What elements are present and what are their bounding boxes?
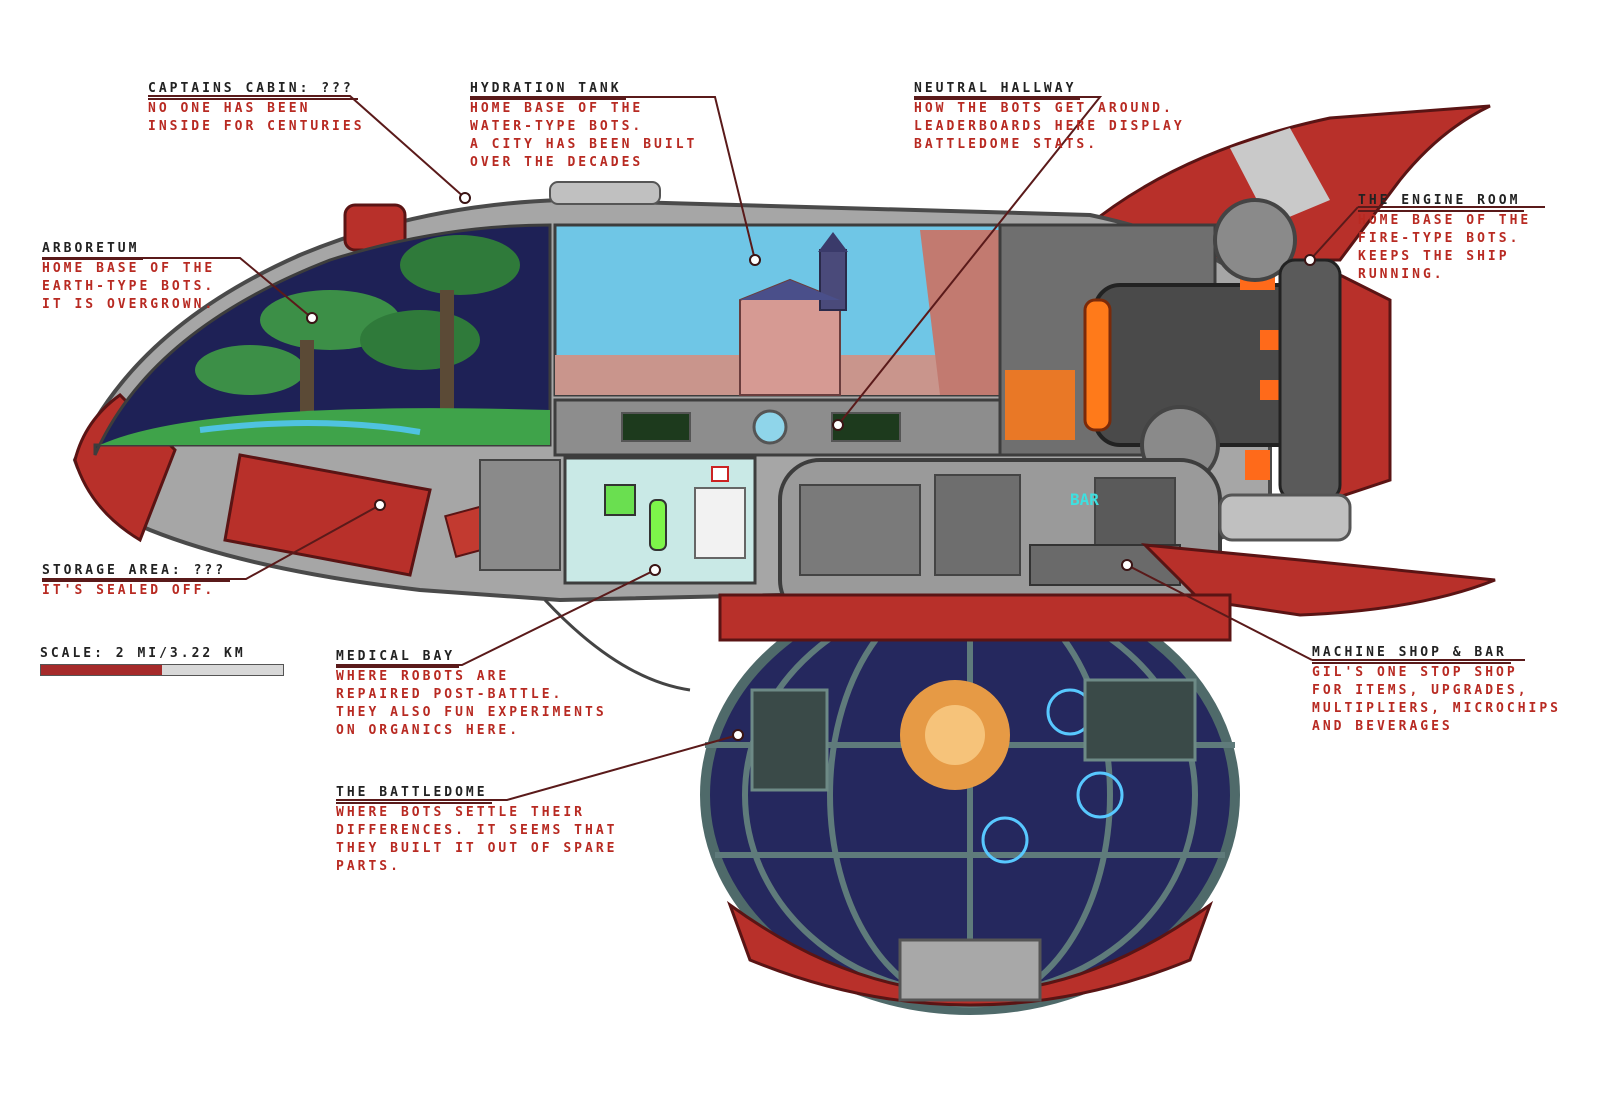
energy-ring <box>981 816 1029 864</box>
storage-door <box>223 453 432 577</box>
callout-desc: HOW THE BOTS GET AROUND. LEADERBOARDS HE… <box>914 101 1185 152</box>
leader-lines <box>42 95 1545 801</box>
callout-desc: HOME BASE OF THE EARTH-TYPE BOTS. IT IS … <box>42 261 216 312</box>
porthole <box>752 409 788 445</box>
arboretum-callout: ARBORETUM HOME BASE OF THE EARTH-TYPE BO… <box>42 240 215 314</box>
callout-title: THE BATTLEDOME <box>336 784 492 804</box>
machine-shop-callout: MACHINE SHOP & BAR GIL'S ONE STOP SHOP F… <box>1312 644 1561 736</box>
callout-desc: GIL'S ONE STOP SHOP FOR ITEMS, UPGRADES,… <box>1312 665 1562 734</box>
scale-bar-fill <box>41 665 162 675</box>
callout-title: NEUTRAL HALLWAY <box>914 80 1081 100</box>
fin-panel <box>1230 128 1330 225</box>
callout-title: HYDRATION TANK <box>470 80 626 100</box>
neutral-hallway-callout: NEUTRAL HALLWAY HOW THE BOTS GET AROUND.… <box>914 80 1185 154</box>
hydration-tank-callout: HYDRATION TANK HOME BASE OF THE WATER-TY… <box>470 80 697 172</box>
callout-title: ARBORETUM <box>42 240 144 260</box>
energy-ring <box>1076 771 1124 819</box>
callout-desc: WHERE BOTS SETTLE THEIR DIFFERENCES. IT … <box>336 805 618 874</box>
leaderboard-screen <box>621 412 691 442</box>
callout-desc: HOME BASE OF THE FIRE-TYPE BOTS. KEEPS T… <box>1358 213 1532 282</box>
dome-collar <box>718 593 1232 642</box>
engine-glow <box>1083 298 1112 432</box>
scale-bar <box>40 664 284 676</box>
bar-shelves <box>1094 477 1176 549</box>
hanging-cable <box>543 598 691 692</box>
callout-desc: WHERE ROBOTS ARE REPAIRED POST-BATTLE. T… <box>336 669 607 738</box>
dome-bottom-cap <box>726 900 1214 1007</box>
shop-shelves <box>934 474 1021 576</box>
scale-label: SCALE: 2 MI/3.22 KM <box>40 646 246 661</box>
dome-screen-right <box>1083 678 1197 762</box>
callout-title: CAPTAINS CABIN: ??? <box>148 80 358 100</box>
dome-screen-left <box>750 688 829 792</box>
battledome-callout: THE BATTLEDOME WHERE BOTS SETTLE THEIR D… <box>336 784 618 876</box>
leader-dots <box>306 192 1316 741</box>
captains-cabin-callout: CAPTAINS CABIN: ??? NO ONE HAS BEEN INSI… <box>148 80 365 136</box>
bar-sign: BAR <box>1070 490 1099 509</box>
engine-room-callout: THE ENGINE ROOM HOME BASE OF THE FIRE-TY… <box>1358 192 1531 284</box>
callout-desc: IT'S SEALED OFF. <box>42 583 216 598</box>
storage-area-callout: STORAGE AREA: ??? IT'S SEALED OFF. <box>42 562 231 600</box>
side-wing <box>1140 543 1496 617</box>
arboretum-trees <box>100 235 550 445</box>
callout-title: MEDICAL BAY <box>336 648 460 668</box>
battledome-globe <box>700 575 1240 1015</box>
engine-gear <box>1213 198 1297 282</box>
callout-title: THE ENGINE ROOM <box>1358 192 1525 212</box>
callout-title: MACHINE SHOP & BAR <box>1312 644 1511 664</box>
callout-desc: HOME BASE OF THE WATER-TYPE BOTS. A CITY… <box>470 101 698 170</box>
callout-title: STORAGE AREA: ??? <box>42 562 231 582</box>
medical-bay-callout: MEDICAL BAY WHERE ROBOTS ARE REPAIRED PO… <box>336 648 607 740</box>
callout-desc: NO ONE HAS BEEN INSIDE FOR CENTURIES <box>148 101 365 134</box>
